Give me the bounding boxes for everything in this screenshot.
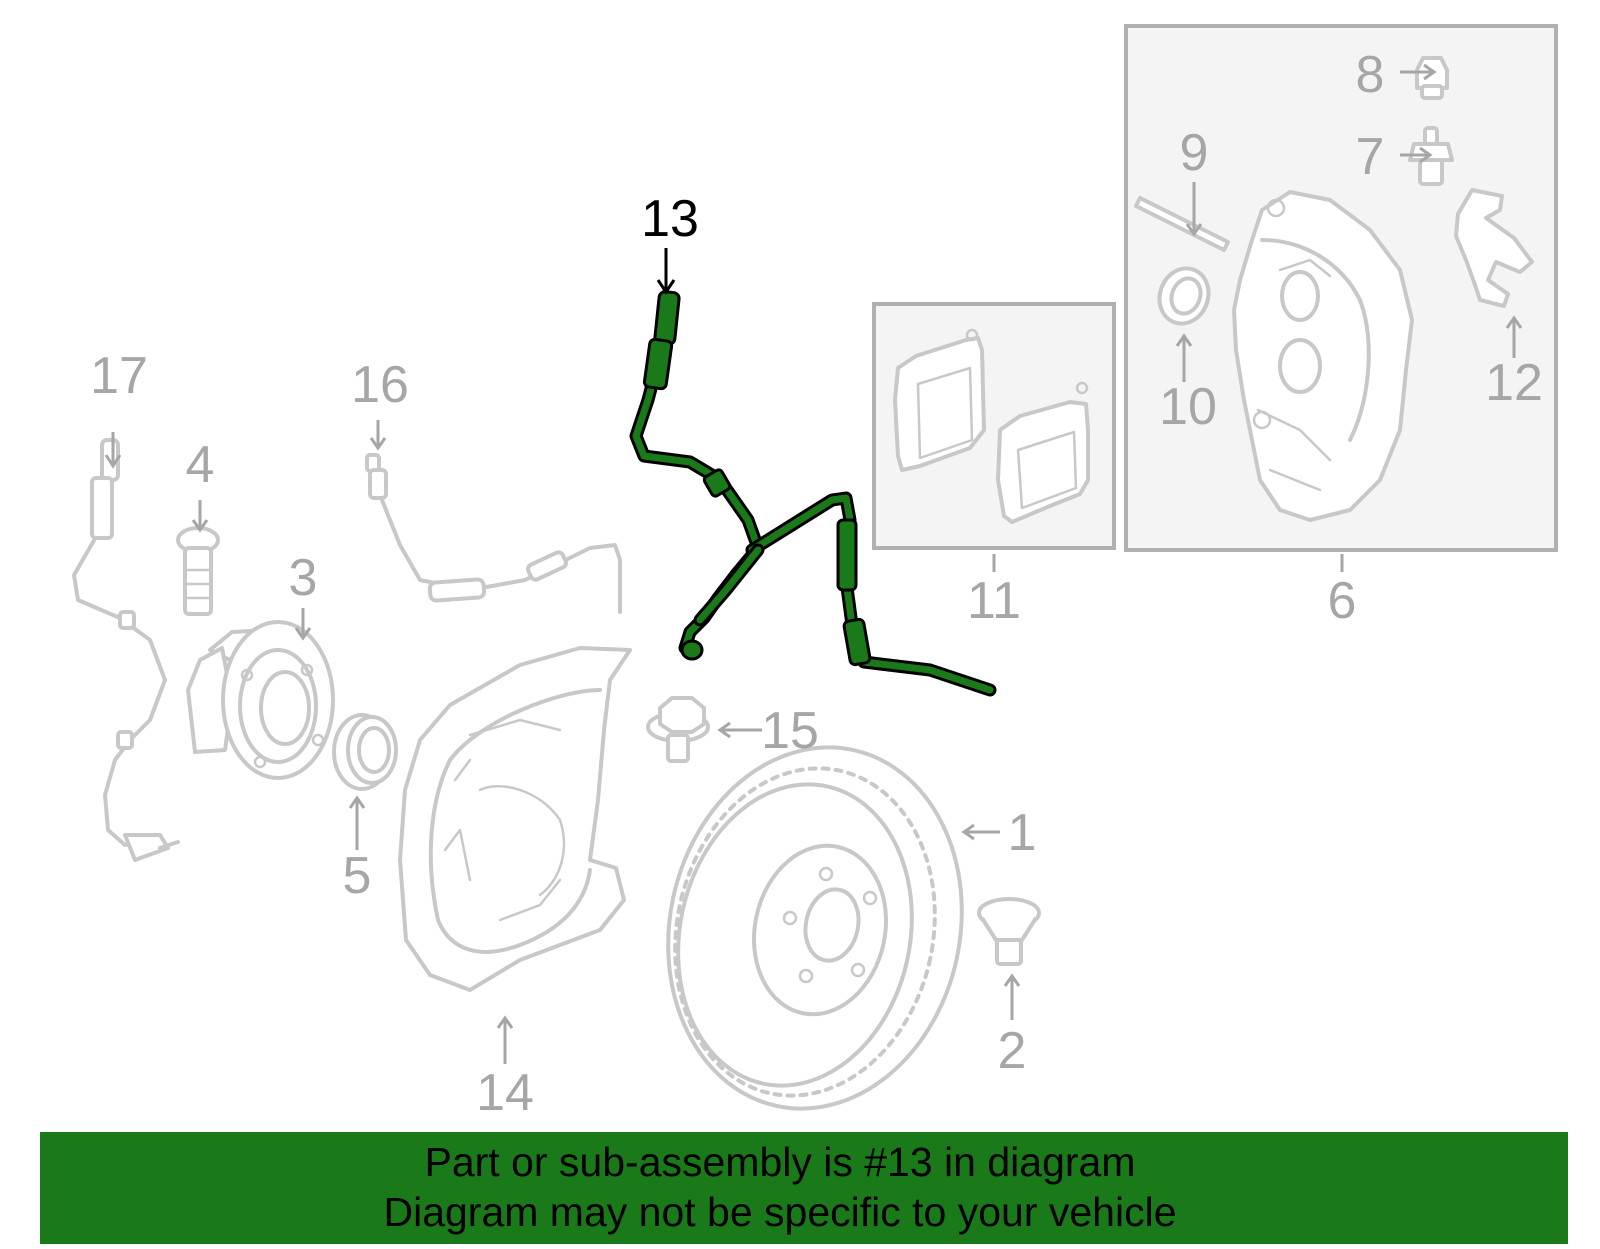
banner-line-2: Diagram may not be specific to your vehi… xyxy=(383,1189,1177,1235)
callout-17: 17 xyxy=(90,347,148,405)
callout-7: 7 xyxy=(1356,128,1385,186)
callout-5: 5 xyxy=(343,847,372,905)
callout-8: 8 xyxy=(1356,46,1385,104)
part-11-brake-pads-box[interactable] xyxy=(872,302,1116,550)
callout-9: 9 xyxy=(1180,124,1209,182)
part-6-caliper[interactable] xyxy=(1232,190,1414,522)
callout-2: 2 xyxy=(998,1022,1027,1080)
callout-12: 12 xyxy=(1485,354,1543,412)
part-8-cap[interactable] xyxy=(1415,56,1449,100)
part-3-wheel-hub[interactable] xyxy=(186,620,335,780)
callout-10: 10 xyxy=(1159,378,1217,436)
part-15-bolt[interactable] xyxy=(646,696,710,763)
info-banner: Part or sub-assembly is #13 in diagram D… xyxy=(40,1132,1568,1244)
leader-lines xyxy=(104,63,1523,1064)
part-5-seal-ring[interactable] xyxy=(332,713,398,791)
banner-line-1: Part or sub-assembly is #13 in diagram xyxy=(424,1139,1136,1185)
part-14-dust-shield[interactable] xyxy=(398,646,632,992)
callout-14: 14 xyxy=(476,1064,534,1122)
callout-11: 11 xyxy=(967,572,1021,630)
callout-4: 4 xyxy=(186,436,215,494)
part-17-speed-sensor[interactable] xyxy=(72,438,180,862)
callout-3: 3 xyxy=(289,549,318,607)
callout-15: 15 xyxy=(761,702,819,760)
part-12-clip[interactable] xyxy=(1454,188,1534,308)
part-13-wear-sensor[interactable] xyxy=(629,290,997,697)
callout-16: 16 xyxy=(351,356,409,414)
part-10-seal[interactable] xyxy=(1152,261,1216,330)
part-1-brake-rotor[interactable] xyxy=(635,720,994,1136)
callout-labels: 17 4 3 5 16 14 15 1 2 11 6 8 7 9 10 12 1… xyxy=(90,46,1543,1122)
callout-6: 6 xyxy=(1328,572,1357,630)
callout-13: 13 xyxy=(641,190,699,248)
part-4-bolt[interactable] xyxy=(176,526,220,616)
callout-1: 1 xyxy=(1008,804,1037,862)
part-2-stud[interactable] xyxy=(977,897,1041,966)
part-16-brake-hose[interactable] xyxy=(365,453,622,614)
